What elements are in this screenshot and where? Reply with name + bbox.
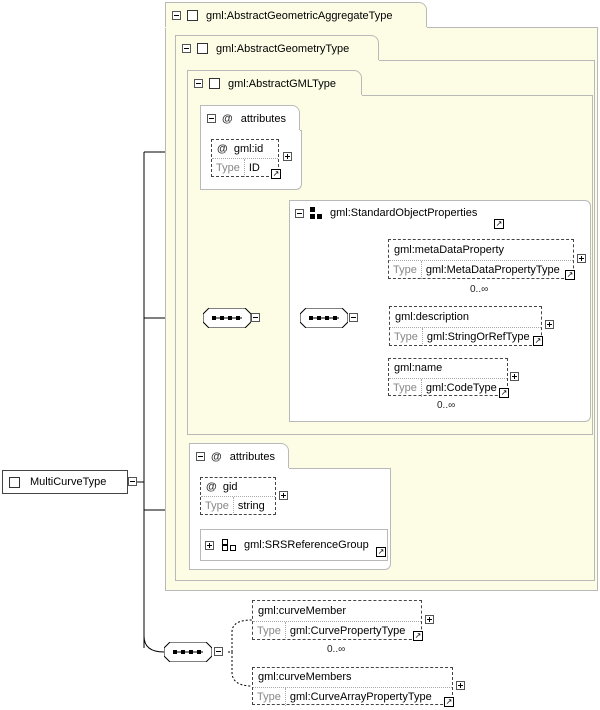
expand-icon[interactable] bbox=[510, 372, 519, 381]
type-value: gml:CurvePropertyType bbox=[289, 625, 406, 637]
gml-tab[interactable]: gml:AbstractGMLType bbox=[187, 70, 362, 96]
group-icon bbox=[310, 207, 322, 219]
expand-icon[interactable] bbox=[425, 615, 434, 624]
expand-icon[interactable] bbox=[577, 254, 586, 263]
complex-type-icon bbox=[187, 10, 198, 21]
expand-icon[interactable] bbox=[456, 681, 465, 690]
element-name: gml:description bbox=[390, 307, 541, 328]
expand-icon[interactable] bbox=[279, 491, 288, 500]
expand-icon[interactable] bbox=[545, 320, 554, 329]
element-name: gml:curveMember bbox=[253, 601, 421, 622]
type-value: gml:CodeType bbox=[425, 382, 497, 394]
type-value: gml:CurveArrayPropertyType bbox=[289, 691, 432, 703]
attributes-tab[interactable]: @ attributes bbox=[200, 105, 300, 131]
attributes-tab[interactable]: @ attributes bbox=[189, 443, 289, 469]
collapse-icon[interactable] bbox=[251, 313, 260, 322]
collapse-icon[interactable] bbox=[349, 313, 358, 322]
link-arrow-icon[interactable]: ↗ bbox=[494, 219, 504, 229]
complex-type-icon bbox=[197, 43, 208, 54]
collapse-icon[interactable] bbox=[172, 11, 181, 20]
occurrence-label: 0..∞ bbox=[437, 400, 456, 411]
standard-props-header[interactable]: gml:StandardObjectProperties bbox=[289, 200, 477, 226]
collapse-icon[interactable] bbox=[295, 208, 304, 218]
attributes-label: attributes bbox=[240, 112, 286, 125]
expand-icon[interactable] bbox=[205, 540, 214, 550]
attribute-at-icon: @ bbox=[206, 481, 217, 493]
collapse-icon[interactable] bbox=[194, 79, 203, 88]
link-arrow-icon[interactable]: ↗ bbox=[444, 697, 454, 707]
sequence-icon[interactable] bbox=[164, 642, 212, 662]
attribute-at-icon: @ bbox=[222, 112, 233, 125]
link-arrow-icon[interactable]: ↗ bbox=[533, 336, 543, 346]
root-label: MultiCurveType bbox=[30, 476, 107, 488]
element-name: gml:name bbox=[389, 359, 507, 379]
type-key: Type bbox=[201, 497, 234, 515]
attributes-label: attributes bbox=[229, 450, 275, 463]
geometry-tab[interactable]: gml:AbstractGeometryType bbox=[175, 35, 379, 61]
type-key: Type bbox=[389, 261, 422, 279]
attribute-name: gid bbox=[222, 481, 238, 493]
gml-label: gml:AbstractGMLType bbox=[228, 77, 336, 90]
attribute-name: gml:id bbox=[233, 143, 264, 155]
type-key: Type bbox=[390, 328, 423, 346]
collapse-icon[interactable] bbox=[207, 114, 216, 123]
attribute-at-icon: @ bbox=[211, 450, 222, 463]
srs-reference-group[interactable]: gml:SRSReferenceGroup bbox=[200, 529, 388, 561]
link-arrow-icon[interactable]: ↗ bbox=[565, 270, 575, 280]
sequence-icon[interactable] bbox=[203, 308, 251, 328]
collapse-icon[interactable] bbox=[128, 477, 137, 486]
collapse-icon[interactable] bbox=[214, 647, 223, 656]
complex-type-icon bbox=[9, 476, 20, 488]
complex-type-icon bbox=[209, 78, 220, 89]
attribute-at-icon: @ bbox=[217, 143, 228, 155]
type-value: gml:MetaDataPropertyType bbox=[425, 264, 560, 276]
type-value: gml:StringOrRefType bbox=[426, 331, 530, 343]
srs-group-label: gml:SRSReferenceGroup bbox=[244, 539, 369, 551]
root-complex-type[interactable]: MultiCurveType bbox=[2, 470, 128, 494]
occurrence-label: 0..∞ bbox=[327, 644, 346, 655]
occurrence-label: 0..∞ bbox=[470, 284, 489, 295]
type-key: Type bbox=[253, 622, 286, 640]
collapse-icon[interactable] bbox=[196, 452, 205, 461]
type-key: Type bbox=[389, 379, 422, 397]
geometry-label: gml:AbstractGeometryType bbox=[216, 42, 350, 55]
aggregate-tab[interactable]: gml:AbstractGeometricAggregateType bbox=[165, 2, 427, 28]
type-value: ID bbox=[248, 162, 260, 174]
group-icon bbox=[222, 539, 236, 551]
type-key: Type bbox=[212, 159, 245, 177]
element-name: gml:metaDataProperty bbox=[389, 240, 573, 261]
element-name: gml:curveMembers bbox=[253, 668, 452, 688]
aggregate-label: gml:AbstractGeometricAggregateType bbox=[206, 9, 393, 22]
link-arrow-icon[interactable]: ↗ bbox=[413, 631, 423, 641]
expand-icon[interactable] bbox=[283, 152, 292, 161]
type-value: string bbox=[237, 500, 265, 512]
collapse-icon[interactable] bbox=[182, 44, 191, 53]
link-arrow-icon[interactable]: ↗ bbox=[376, 547, 386, 557]
type-key: Type bbox=[253, 688, 286, 706]
sequence-icon[interactable] bbox=[300, 308, 348, 328]
link-arrow-icon[interactable]: ↗ bbox=[271, 169, 281, 179]
link-arrow-icon[interactable]: ↗ bbox=[499, 388, 509, 398]
standard-props-label: gml:StandardObjectProperties bbox=[330, 207, 478, 219]
